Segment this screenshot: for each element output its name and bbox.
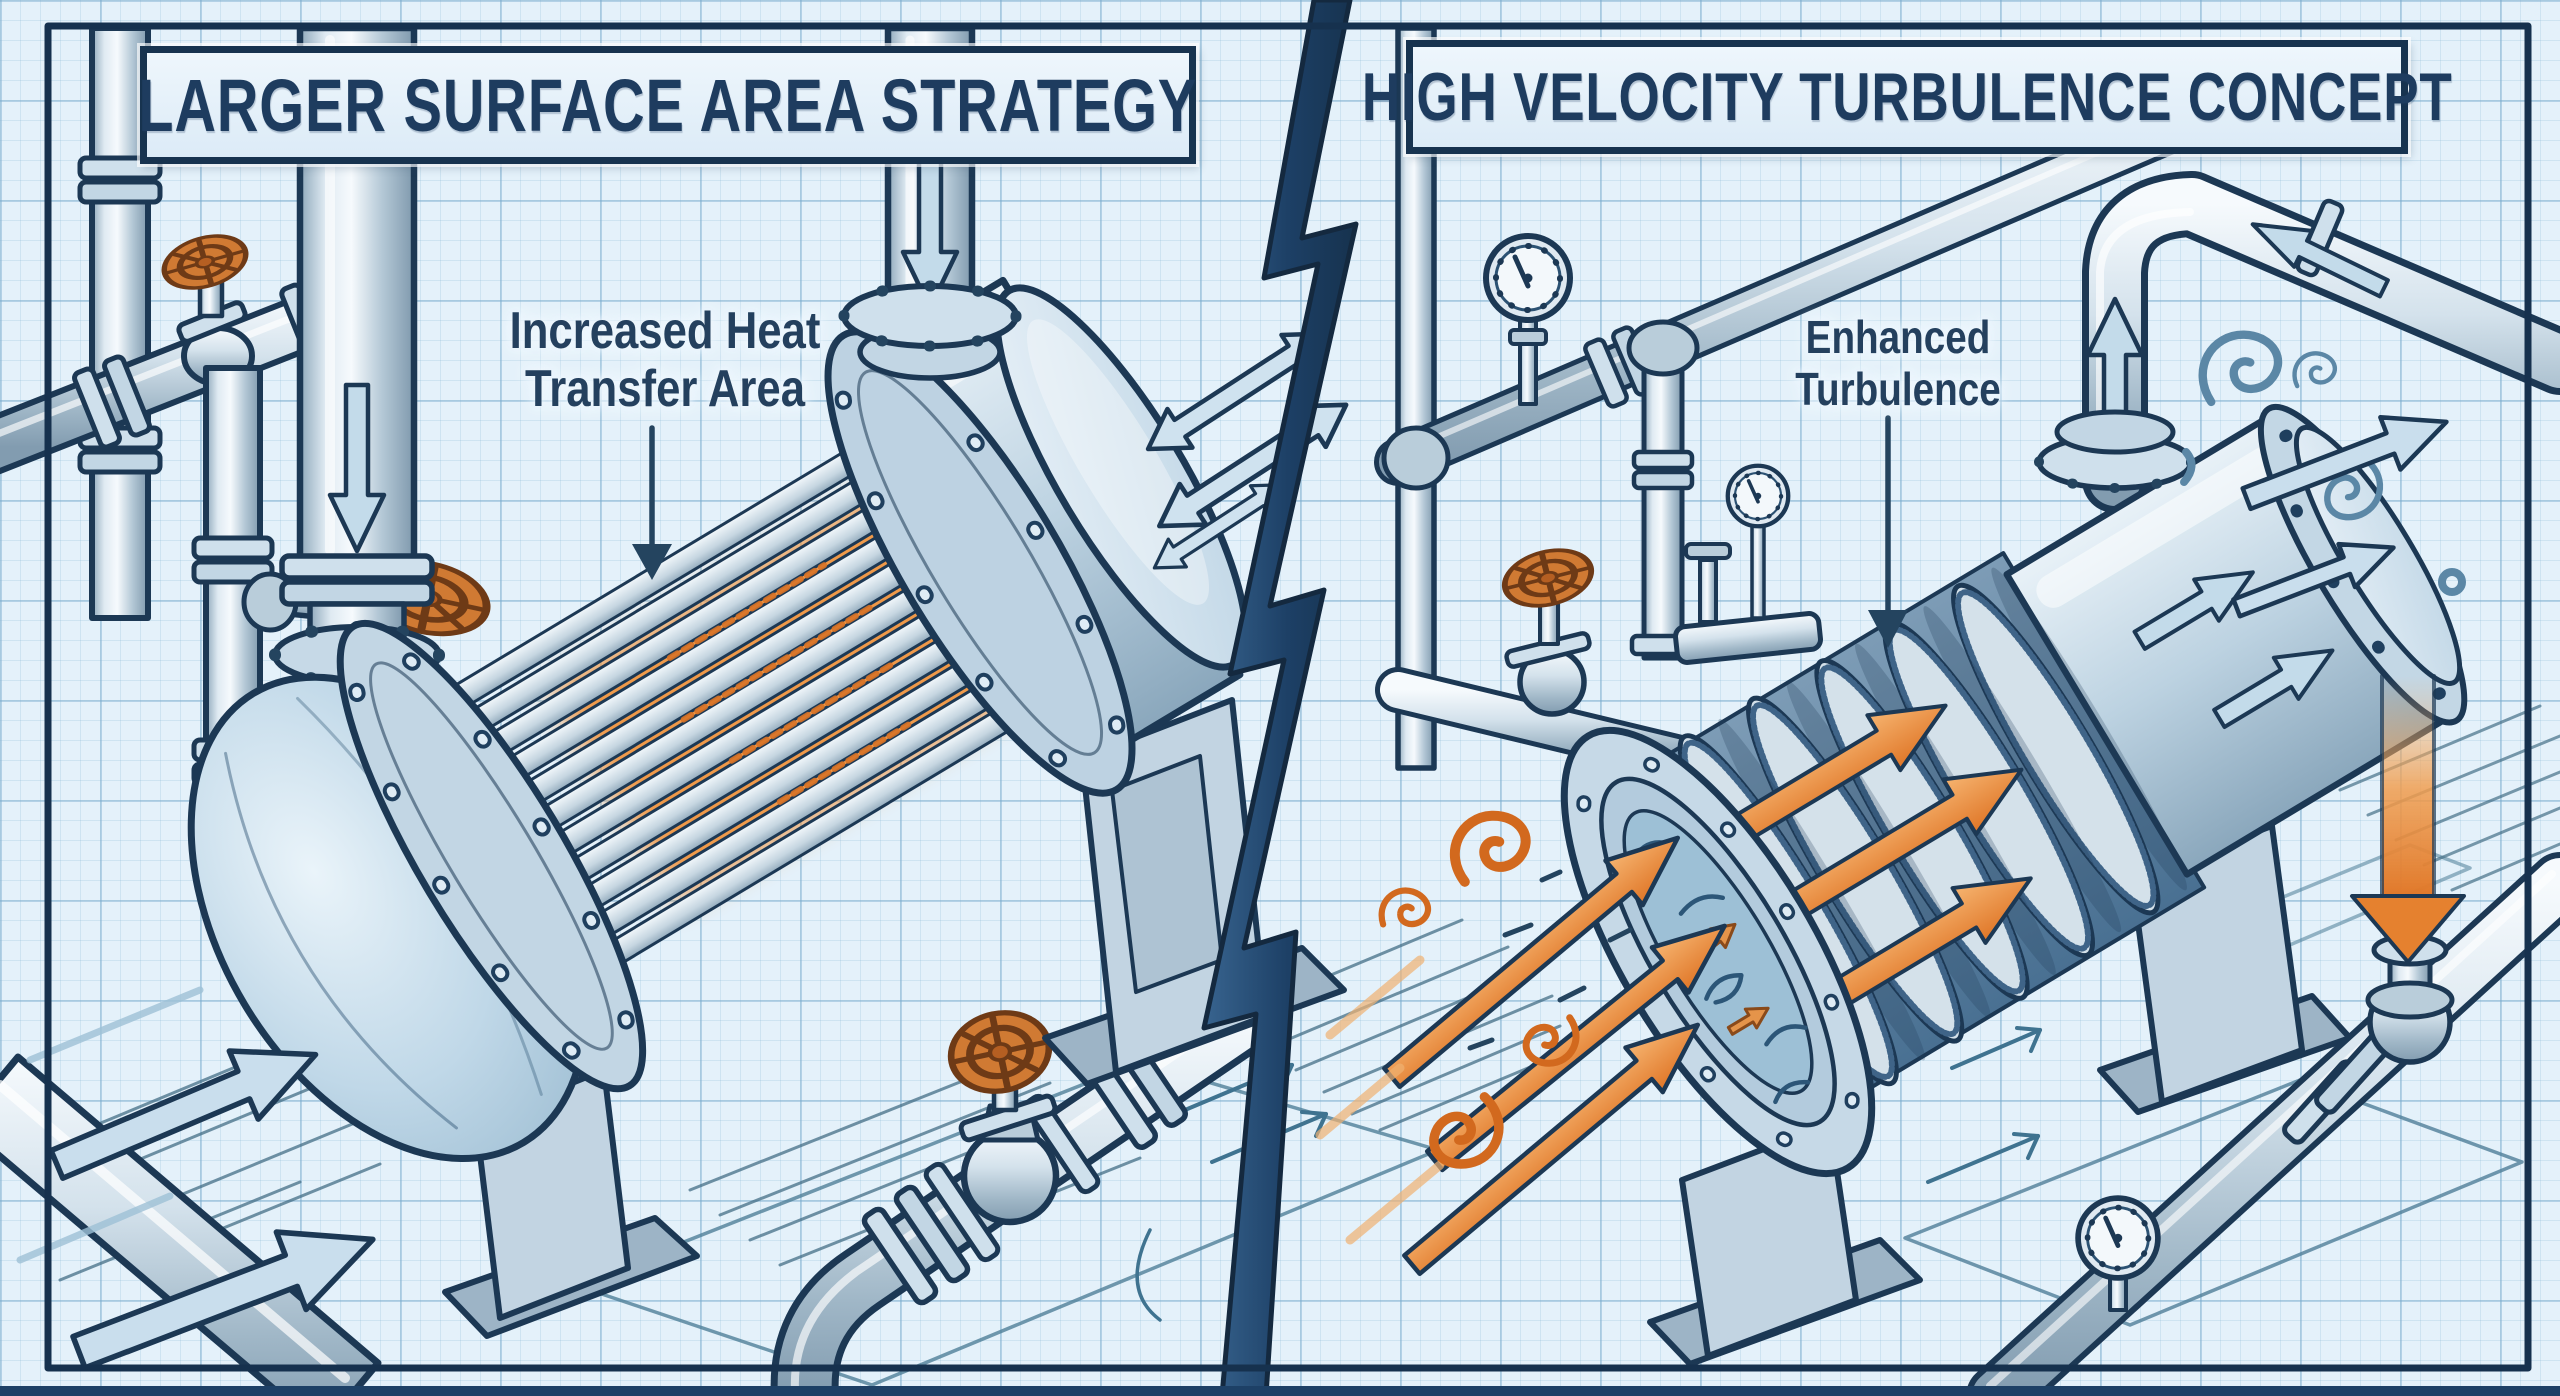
right-panel-title: HIGH VELOCITY TURBULENCE CONCEPT	[1361, 59, 2453, 135]
tube-bundle	[445, 428, 1052, 968]
small-gauge-assembly	[1684, 466, 1788, 624]
tee-valve	[2365, 915, 2455, 1065]
gate-valve-bottom	[923, 1004, 1101, 1263]
floor-hatching-right	[2338, 704, 2560, 892]
outlet-flow-arrows	[2231, 415, 2449, 619]
elbow-base-flange	[2034, 409, 2196, 493]
support-pedestal-right-front	[1647, 1121, 1923, 1367]
turbulence-dashes	[1467, 869, 1633, 1051]
left-panel-title: LARGER SURFACE AREA STRATEGY	[138, 63, 1198, 147]
left-annotation-line2: Transfer Area	[524, 360, 806, 419]
handwheel-icon	[1499, 542, 1597, 615]
blue-swirl-icons	[2180, 330, 2466, 596]
right-annotation-line1: Enhanced	[1805, 311, 1991, 363]
top-elbow-pipe	[2082, 171, 2560, 513]
outer-frame	[0, 22, 2560, 1396]
pressure-gauge-icon	[2078, 1198, 2158, 1312]
drop-pipe	[1626, 319, 1823, 665]
flow-arrow-in-pipe	[2250, 222, 2390, 299]
rear-flange-ring	[824, 328, 1136, 797]
right-panel-title-box: HIGH VELOCITY TURBULENCE CONCEPT	[1362, 40, 2452, 154]
dome-flange-ring	[336, 619, 647, 1093]
handwheel-icon	[158, 227, 252, 297]
annotation-arrow-left	[632, 425, 672, 580]
bottom-right-pipe-run	[1966, 674, 2560, 1396]
right-upper-diagonal-pipe	[1374, 72, 2272, 491]
big-down-arrow-orange	[2350, 674, 2466, 964]
lightning-divider	[1201, 0, 1359, 1396]
pressure-gauge-icon	[1728, 466, 1788, 526]
left-panel-title-box: LARGER SURFACE AREA STRATEGY	[138, 46, 1198, 164]
right-annotation: Enhanced Turbulence	[1789, 311, 2007, 415]
turbulent-inlet-arrows	[1315, 816, 1743, 1287]
left-annotation: Increased Heat Transfer Area	[497, 302, 833, 418]
left-annotation-line1: Increased Heat	[509, 302, 821, 360]
right-annotation-line2: Turbulence	[1795, 362, 2001, 415]
annotation-arrow-right	[1868, 415, 1908, 648]
far-left-vertical-pipe	[77, 25, 163, 621]
bottom-pipe-run	[770, 980, 1286, 1396]
outlet-nozzle-flange	[838, 280, 1022, 381]
pressure-gauge-icon	[1486, 236, 1570, 406]
floor-arrows-right	[1926, 1026, 2042, 1184]
